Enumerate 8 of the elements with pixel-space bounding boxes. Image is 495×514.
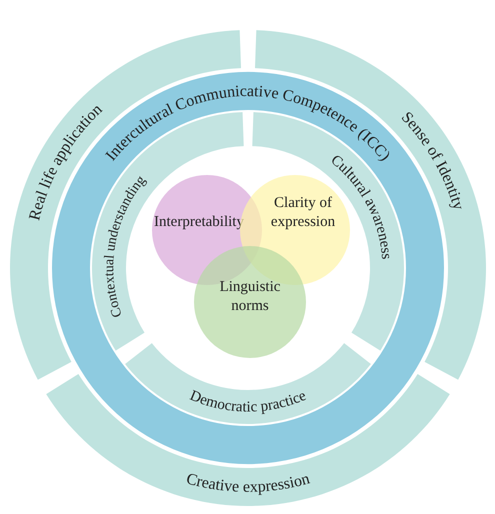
segment-label: Creative expression	[184, 470, 312, 496]
venn-circle	[194, 246, 306, 358]
venn-label: Linguistic norms	[220, 279, 280, 314]
venn-label: Interpretability	[154, 214, 244, 230]
ring-segment	[46, 374, 450, 506]
ring-segment	[125, 343, 371, 424]
segment-label: Democratic practice	[188, 388, 309, 416]
venn-label: Clarity of expression	[270, 195, 336, 230]
